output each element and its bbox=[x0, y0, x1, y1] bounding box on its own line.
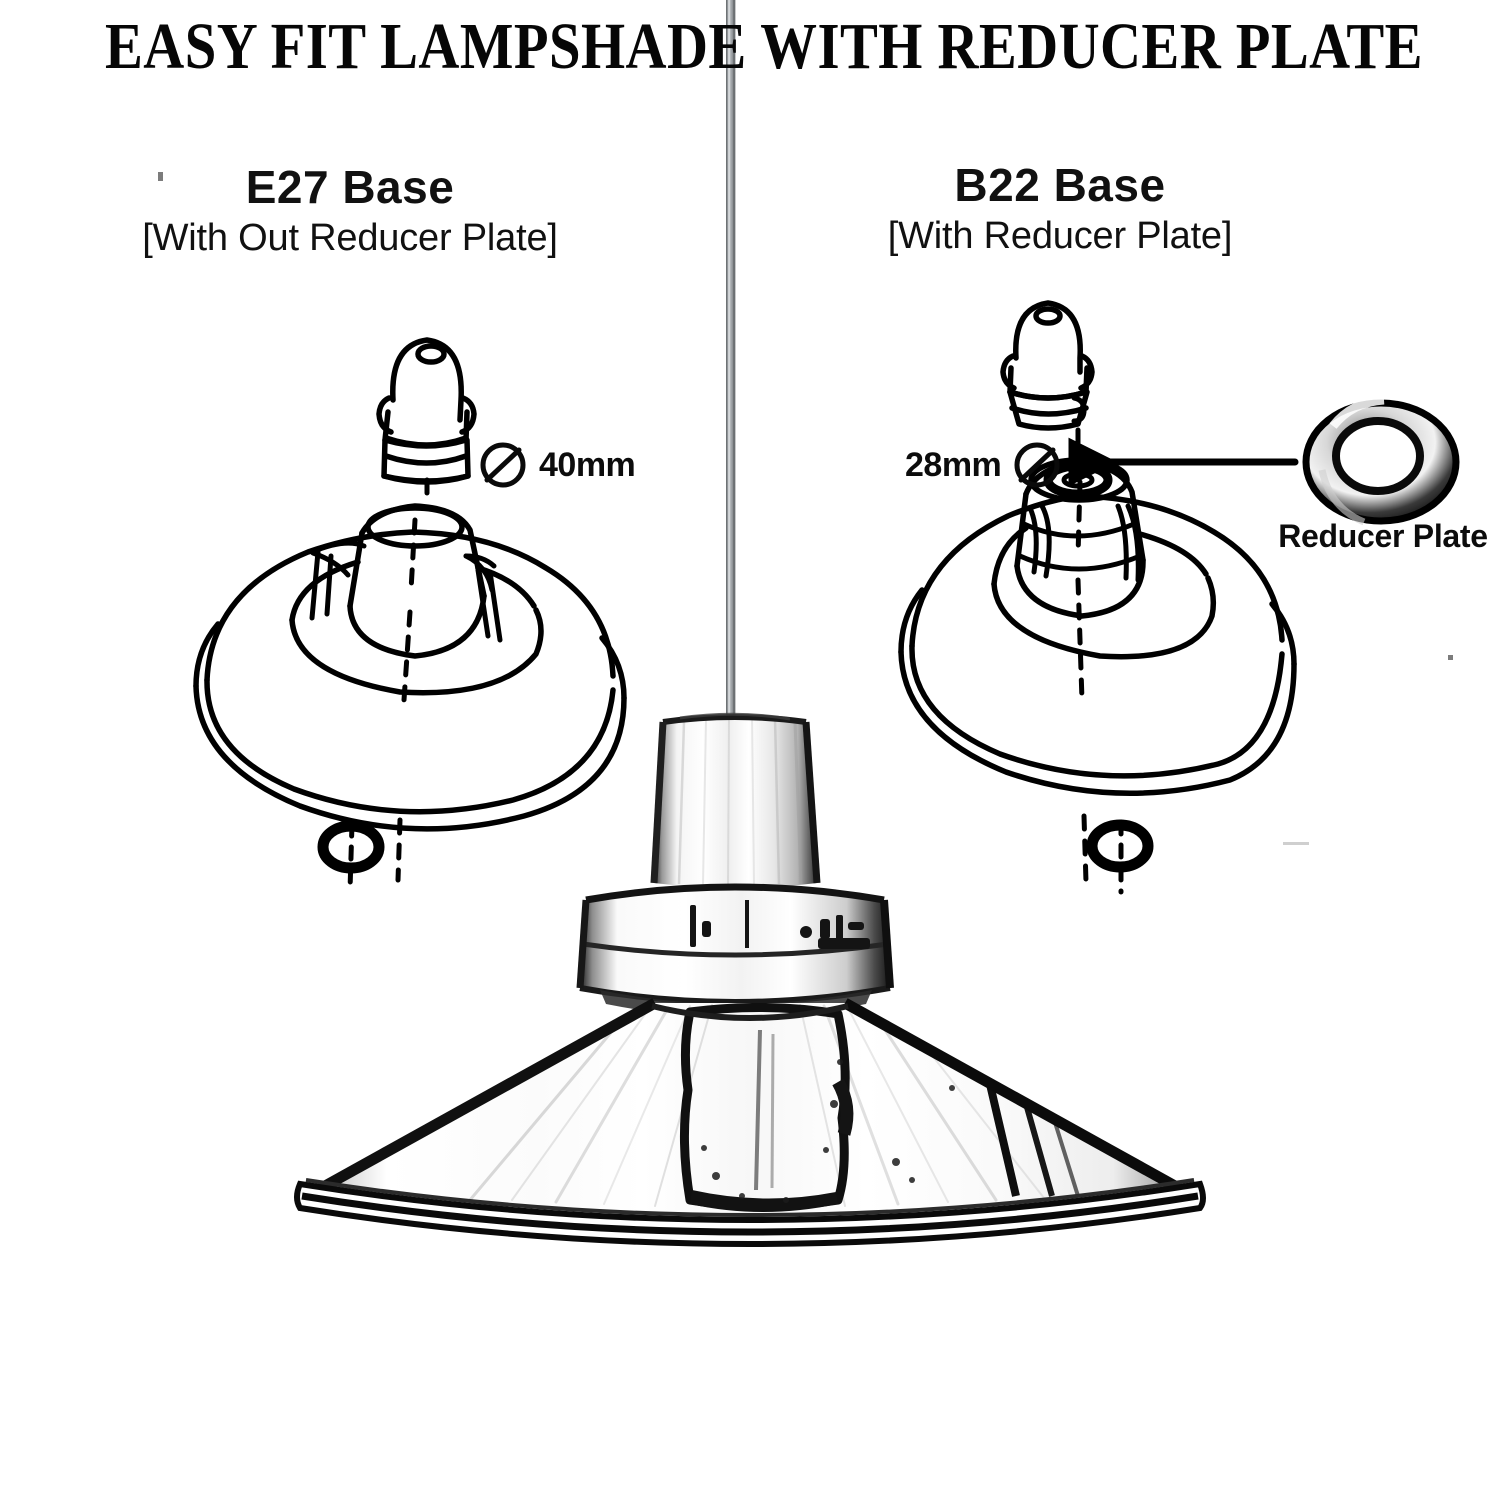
flared-cone-shade bbox=[304, 998, 1196, 1216]
e27-subheading-label: [With Out Reducer Plate] bbox=[142, 217, 558, 259]
b22-subheading-label: [With Reducer Plate] bbox=[887, 215, 1233, 257]
shade-wire-loops-left bbox=[309, 540, 503, 643]
scan-speck bbox=[158, 172, 163, 181]
centerline-dashed-left-lower bbox=[347, 821, 355, 893]
dimension-label-e27: 40mm bbox=[478, 440, 636, 490]
diameter-symbol-icon bbox=[1014, 442, 1060, 488]
centerline-dashed-left bbox=[395, 477, 430, 883]
page-title: EASY FIT LAMPSHADE WITH REDUCER PLATE bbox=[105, 10, 1423, 83]
b22-bayonet-bulb-holder bbox=[1000, 300, 1095, 431]
b22-assembly-group bbox=[898, 300, 1297, 895]
section-heading-e27: E27 Base [With Out Reducer Plate] bbox=[40, 160, 660, 262]
b22-heading-label: B22 Base bbox=[954, 159, 1166, 211]
lampshade-dome-right bbox=[898, 493, 1297, 796]
e27-assembly-group bbox=[193, 337, 627, 893]
holder-collar bbox=[576, 883, 894, 1017]
lampshade-dome-left bbox=[193, 529, 627, 832]
e27-heading-label: E27 Base bbox=[245, 161, 455, 213]
diameter-symbol-icon bbox=[480, 442, 526, 488]
reducer-plate-caption: Reducer Plate bbox=[1278, 518, 1488, 554]
dimension-label-b22: 28mm bbox=[905, 440, 1062, 490]
scan-speck bbox=[1283, 842, 1309, 845]
dimension-value-e27: 40mm bbox=[539, 445, 636, 484]
section-heading-b22: B22 Base [With Reducer Plate] bbox=[800, 158, 1320, 260]
reducer-plate-ring-icon bbox=[1302, 395, 1460, 526]
suspension-cable bbox=[726, 0, 736, 716]
collar-markings bbox=[690, 900, 870, 949]
ribbed-holder-cap bbox=[650, 712, 821, 888]
dimension-value-b22: 28mm bbox=[905, 445, 1002, 484]
shade-wire-loops-right bbox=[1017, 503, 1143, 583]
scan-speck bbox=[1448, 655, 1453, 660]
e27-screw-bulb-holder bbox=[376, 337, 477, 485]
shade-bottom-rim bbox=[294, 1178, 1206, 1247]
